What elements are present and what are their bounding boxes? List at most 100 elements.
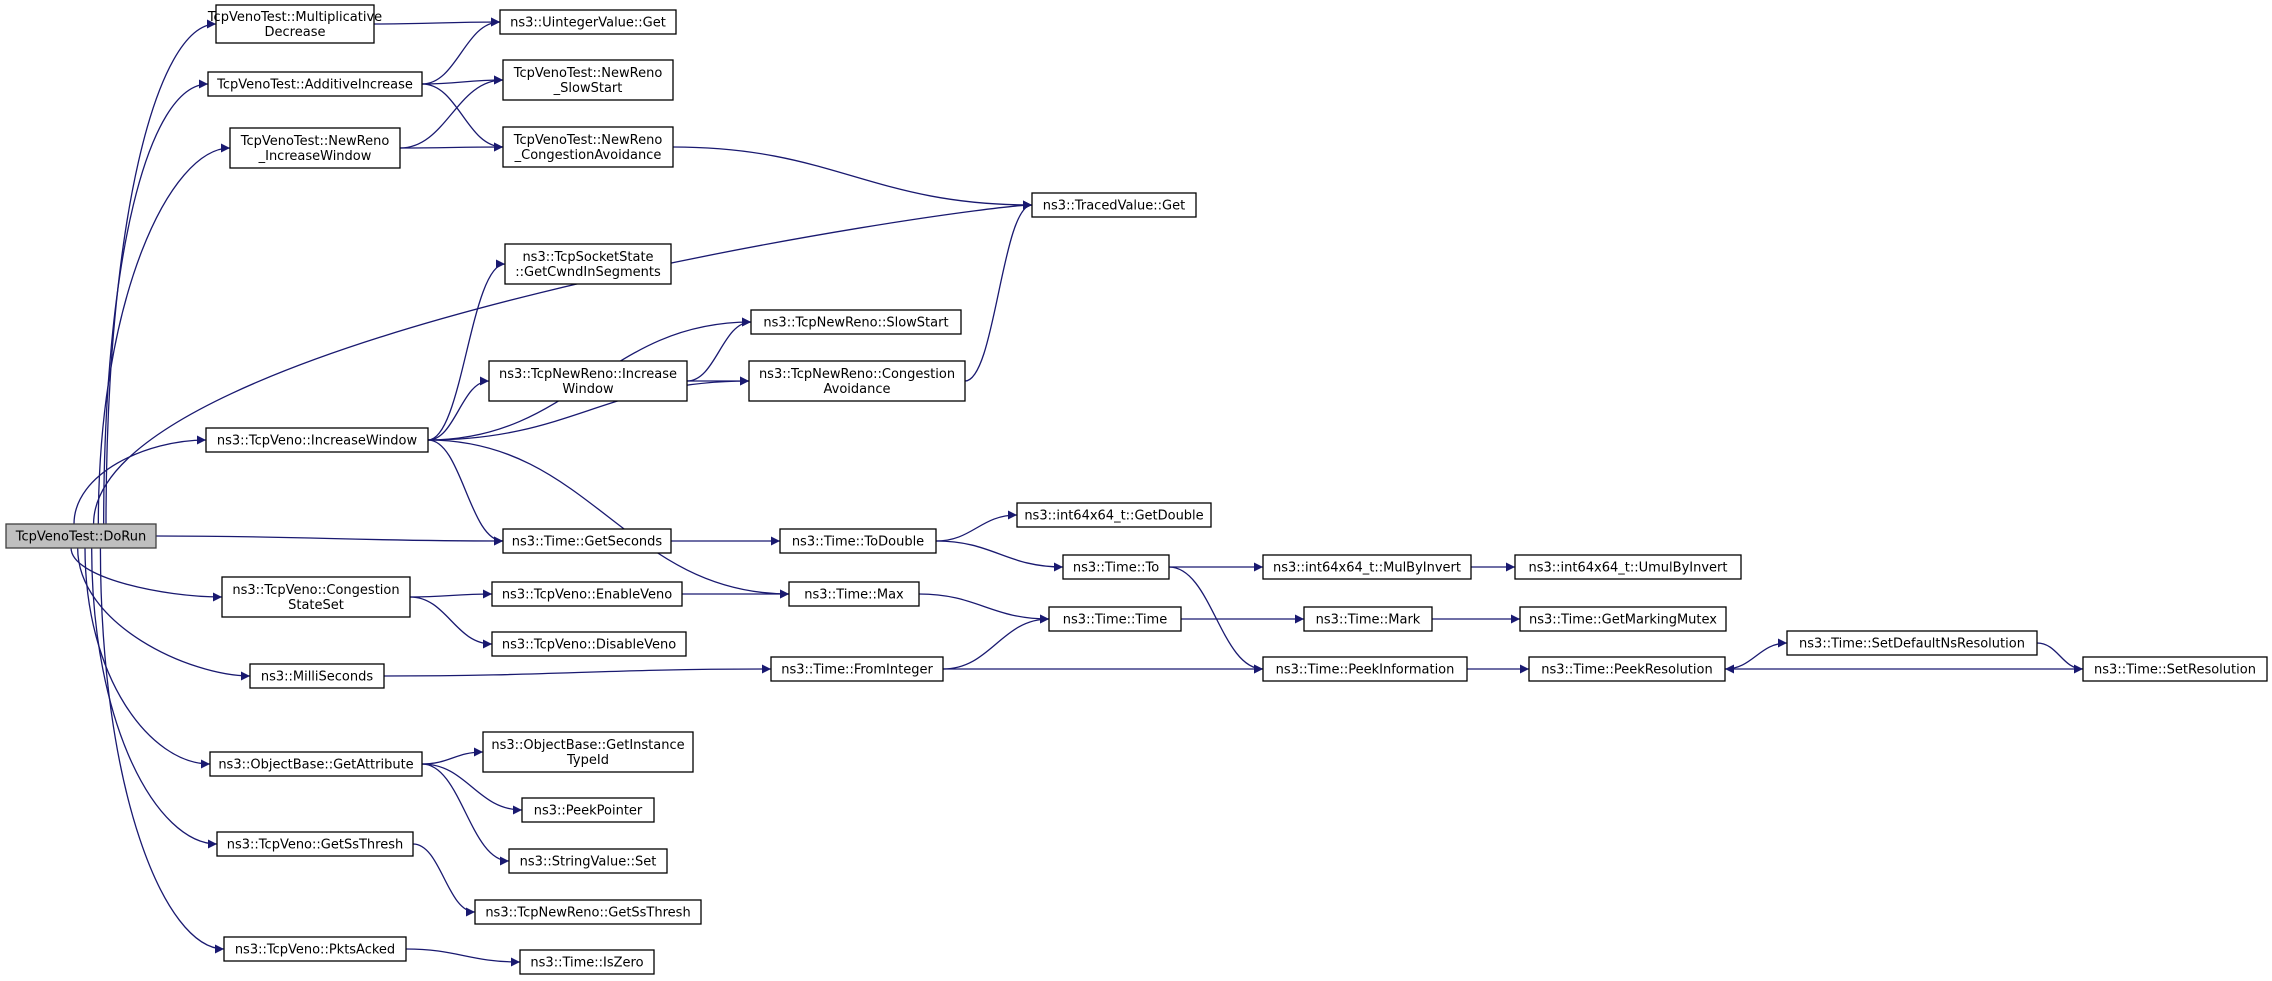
node-box: [1048, 606, 1182, 632]
node-getseconds[interactable]: ns3::Time::GetSeconds: [502, 528, 672, 554]
edge-venocss-to-enableveno: [409, 589, 493, 599]
node-nrslow[interactable]: TcpVenoTest::NewReno_SlowStart: [502, 59, 674, 101]
node-box: [249, 663, 385, 689]
node-box: [1062, 554, 1170, 580]
edge-millis-to-fromint: [383, 664, 772, 677]
node-setres[interactable]: ns3::Time::SetResolution: [2082, 656, 2268, 682]
node-box: [1262, 554, 1472, 580]
edge-venocss-to-disableveno: [409, 596, 493, 649]
node-box: [229, 127, 401, 169]
node-box: [205, 427, 429, 453]
node-label: ns3::TcpVeno::IncreaseWindow: [217, 434, 418, 449]
node-tracedget[interactable]: ns3::TracedValue::Get: [1031, 192, 1197, 218]
edge-dorun-to-getseconds: [155, 535, 504, 546]
node-getdouble[interactable]: ns3::int64x64_t::GetDouble: [1016, 502, 1212, 528]
edge-muldec-to-uintget: [373, 17, 501, 27]
edge-dorun-to-addinc: [103, 79, 209, 525]
node-getcwnd[interactable]: ns3::TcpSocketState::GetCwndInSegments: [504, 243, 672, 285]
edge-venoinc-to-timemax: [427, 439, 790, 599]
node-box: [1528, 656, 1726, 682]
edge-getattr-to-peekptr: [421, 763, 523, 815]
node-timeto[interactable]: ns3::Time::To: [1062, 554, 1170, 580]
node-box: [491, 631, 687, 657]
node-label: TcpVenoTest::Multiplicative: [207, 10, 382, 25]
node-label: ns3::Time::IsZero: [530, 956, 643, 971]
edge-pktsacked-to-iszero: [405, 948, 521, 967]
node-label: TypeId: [566, 753, 609, 768]
node-box: [1786, 630, 2038, 656]
edge-nrca-to-tracedget: [672, 146, 1033, 210]
node-setdefault[interactable]: ns3::Time::SetDefaultNsResolution: [1786, 630, 2038, 656]
node-label: ns3::Time::Time: [1063, 613, 1167, 628]
edge-venoinc-to-getcwnd: [427, 259, 506, 441]
node-venossth[interactable]: ns3::TcpVeno::GetSsThresh: [216, 831, 414, 857]
node-tnrslow[interactable]: ns3::TcpNewReno::SlowStart: [750, 309, 962, 335]
edge-getattr-to-strset: [421, 763, 510, 866]
node-venoinc[interactable]: ns3::TcpVeno::IncreaseWindow: [205, 427, 429, 453]
edges: [70, 17, 2084, 967]
node-enableveno[interactable]: ns3::TcpVeno::EnableVeno: [491, 581, 683, 607]
node-tnrinc[interactable]: ns3::TcpNewReno::IncreaseWindow: [488, 360, 688, 402]
node-umulbyinv[interactable]: ns3::int64x64_t::UmulByInvert: [1514, 554, 1742, 580]
node-box: [770, 656, 944, 682]
node-box: [1262, 656, 1468, 682]
node-timemark[interactable]: ns3::Time::Mark: [1303, 606, 1433, 632]
node-tnrca[interactable]: ns3::TcpNewReno::CongestionAvoidance: [748, 360, 966, 402]
node-nrinc[interactable]: TcpVenoTest::NewReno_IncreaseWindow: [229, 127, 401, 169]
node-box: [209, 751, 423, 777]
edge-todouble-to-timeto: [935, 540, 1064, 572]
node-mulbyinv[interactable]: ns3::int64x64_t::MulByInvert: [1262, 554, 1472, 580]
edge-dorun-to-venossth: [91, 547, 218, 849]
node-box: [221, 576, 411, 618]
node-iszero[interactable]: ns3::Time::IsZero: [519, 949, 655, 975]
node-peekinfo[interactable]: ns3::Time::PeekInformation: [1262, 656, 1468, 682]
node-peekptr[interactable]: ns3::PeekPointer: [521, 797, 655, 823]
edge-addinc-to-nrca: [421, 83, 504, 152]
node-label: ns3::PeekPointer: [534, 804, 643, 819]
node-millis[interactable]: ns3::MilliSeconds: [249, 663, 385, 689]
node-box: [2082, 656, 2268, 682]
node-box: [216, 831, 414, 857]
node-getattr[interactable]: ns3::ObjectBase::GetAttribute: [209, 751, 423, 777]
node-todouble[interactable]: ns3::Time::ToDouble: [779, 528, 937, 554]
node-timetime[interactable]: ns3::Time::Time: [1048, 606, 1182, 632]
node-addinc[interactable]: TcpVenoTest::AdditiveIncrease: [207, 71, 423, 97]
edge-todouble-to-getdouble: [935, 510, 1018, 542]
node-box: [215, 4, 375, 44]
node-tnrssth[interactable]: ns3::TcpNewReno::GetSsThresh: [474, 899, 702, 925]
node-label: TcpVenoTest::NewReno: [513, 66, 663, 81]
node-box: [748, 360, 966, 402]
node-dorun[interactable]: TcpVenoTest::DoRun: [5, 523, 157, 549]
edge-setdefault-to-setres: [2036, 642, 2084, 674]
edge-dorun-to-venoinc: [73, 435, 207, 525]
edge-timeto-to-peekinfo: [1168, 566, 1264, 674]
node-label: ns3::int64x64_t::UmulByInvert: [1529, 561, 1728, 576]
node-peekres[interactable]: ns3::Time::PeekResolution: [1528, 656, 1726, 682]
node-box: [207, 71, 423, 97]
node-fromint[interactable]: ns3::Time::FromInteger: [770, 656, 944, 682]
node-label: ns3::TcpNewReno::Congestion: [759, 367, 955, 382]
node-label: ns3::TracedValue::Get: [1043, 199, 1185, 214]
node-box: [519, 949, 655, 975]
node-pktsacked[interactable]: ns3::TcpVeno::PktsAcked: [223, 936, 407, 962]
node-box: [5, 523, 157, 549]
node-label: ns3::Time::ToDouble: [792, 535, 924, 550]
nodes: TcpVenoTest::DoRun TcpVenoTest::Multiplic…: [5, 4, 2268, 975]
node-box: [502, 528, 672, 554]
node-markingmutex[interactable]: ns3::Time::GetMarkingMutex: [1519, 606, 1727, 632]
edge-timemax-to-timetime: [918, 593, 1050, 624]
edge-dorun-to-nrinc: [97, 143, 231, 525]
node-box: [474, 899, 702, 925]
node-timemax[interactable]: ns3::Time::Max: [788, 581, 920, 607]
edge-addinc-to-uintget: [421, 17, 501, 85]
node-uintget[interactable]: ns3::UintegerValue::Get: [499, 9, 677, 35]
edge-peekres-to-setdefault: [1724, 638, 1788, 670]
edge-venossth-to-tnrssth: [412, 843, 476, 917]
edge-dorun-to-getattr: [84, 547, 211, 769]
node-nrca[interactable]: TcpVenoTest::NewReno_CongestionAvoidance: [502, 126, 674, 168]
node-disableveno[interactable]: ns3::TcpVeno::DisableVeno: [491, 631, 687, 657]
node-strset[interactable]: ns3::StringValue::Set: [508, 848, 668, 874]
